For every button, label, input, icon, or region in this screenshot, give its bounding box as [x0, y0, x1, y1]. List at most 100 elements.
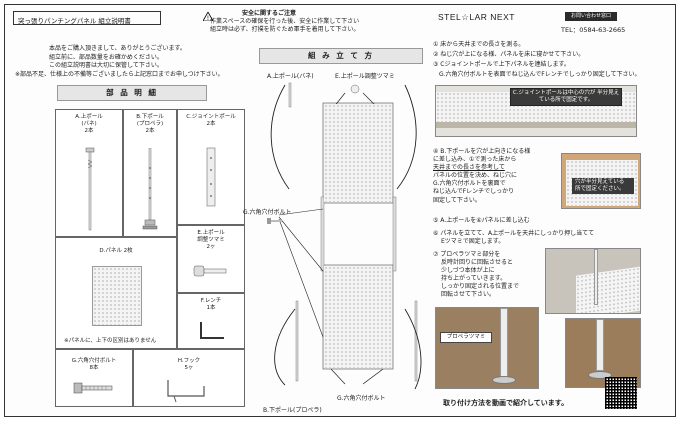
part-h-cell: H.フック 5ヶ	[133, 349, 245, 407]
step-6-line: ⑥ パネルを立てて、A上ポールを天井にしっかり押し当てて	[433, 230, 595, 237]
part-e-name: E.上ポール	[197, 230, 225, 236]
joint-pole-photo-label: C.ジョイントポールは中心の穴が 半分見えている所で固定です。	[510, 88, 622, 107]
label-hex-bolt: G.六角穴付ボルト	[243, 209, 292, 216]
part-f-name: F.レンチ	[200, 298, 222, 304]
photo-pole	[594, 249, 598, 305]
part-a-qty: 2本	[84, 128, 94, 135]
intro-line: 組立前に、部品数量をお確かめください。	[49, 53, 163, 61]
part-g-name: G.六角穴付ボルト	[71, 358, 117, 364]
bottom-pole-photo: 穴が半分見えている 所で固定ください。	[561, 153, 641, 209]
photo-pole	[596, 319, 604, 371]
brand-name: STEL☆LAR NEXT	[438, 12, 515, 22]
step-7-line: 回転させて下さい。	[441, 291, 496, 299]
part-c-qty: 2本	[206, 121, 216, 128]
step-7-line: しっかり固定される位置まで	[441, 283, 520, 291]
floor-photo	[565, 318, 641, 388]
step-7-line: 持ち上がっていきます。	[441, 275, 507, 283]
step-4-line: G.六角穴付ボルトを裏面で	[433, 180, 506, 188]
step-4-line: 天井までの長さを参考して	[433, 164, 505, 172]
step-4-line: パネルの位置を決め、ねじ穴に	[433, 172, 518, 180]
parts-heading: 部 品 明 細	[57, 85, 207, 101]
part-e-sub: 調整ツマミ	[197, 237, 225, 244]
step-7-line: 反時計回りに回転させると	[441, 259, 514, 267]
label-hex-bolt-bottom: G.六角穴付ボルト	[337, 395, 386, 402]
step-4-line: 固定して下さい。	[433, 196, 481, 204]
qr-code[interactable]	[605, 377, 637, 409]
step-1: ① 床から天井までの長さを測る。	[433, 41, 525, 48]
step-4-line: に差し込み、①で測った床から	[433, 156, 517, 164]
safety-notice: 安全に関するご注意 作業スペースの確保を行った後、安全に作業して下さい 組立時は…	[210, 10, 425, 33]
adjust-knob-illustration	[193, 265, 227, 277]
photo-panel-texture	[576, 266, 640, 313]
intro-line: この組立説明書は大切に保管して下さい。	[49, 62, 163, 70]
label-top-pole: A.上ポール(バネ)	[267, 73, 314, 80]
svg-text:!: !	[207, 15, 209, 21]
part-f-cell: F.レンチ 1本	[177, 293, 245, 349]
lower-panel	[324, 266, 392, 368]
part-b-sub: (プロペラ)	[136, 121, 164, 128]
top-pole-illustration	[85, 147, 95, 231]
document-title: 突っ張りパンチングパネル 組立説明書	[13, 11, 161, 25]
part-a-name: A.上ポール	[75, 114, 103, 120]
part-e-qty: 2ヶ	[206, 244, 216, 251]
safety-notice-title: 安全に関するご注意	[242, 10, 297, 17]
step-7-line: 少しづつ本体が上に	[441, 267, 495, 275]
step-7: ⑦ プロペラツマミ部分を 反時計回りに回転させると 少しづつ本体が上に 持ち上が…	[433, 251, 519, 300]
step-4: ④ B.下ポールを穴が上向きになる様 に差し込み、①で測った床から 天井までの長…	[433, 148, 530, 205]
joint-pole-photo: C.ジョイントポールは中心の穴が 半分見えている所で固定です。	[435, 85, 637, 137]
bottom-pole-illustration	[142, 148, 158, 230]
part-c-cell: C.ジョイントポール 2本	[177, 109, 245, 225]
part-a-cell: A.上ポール (バネ) 2本	[55, 109, 123, 237]
label-bottom-pole: B.下ポール(プロペラ)	[263, 407, 322, 414]
photo-pole	[500, 308, 508, 378]
hook-illustration	[167, 380, 205, 403]
part-d-cell: D.パネル 2枚 ※パネルに、上下の区別はありません	[55, 237, 177, 349]
part-b-name: B.下ポール	[136, 114, 164, 120]
video-note: 取り付け方法を動画で紹介しています。	[443, 399, 569, 407]
upper-panel	[324, 104, 392, 202]
panel-note: ※パネルに、上下の区別はありません	[64, 338, 157, 344]
phone-number: TEL：0584-63-2665	[561, 26, 626, 34]
part-g-qty: 8本	[89, 365, 99, 372]
photo-propeller	[492, 376, 516, 384]
label-adjust-knob: E.上ポール調整ツマミ	[335, 73, 395, 80]
ceiling-photo	[545, 248, 641, 314]
step-3a: ③ Cジョイントポールで上下パネルを連結します。	[433, 61, 570, 68]
joint-pole-illustration	[206, 147, 216, 207]
bottom-pole-photo-label: 穴が半分見えている 所で固定ください。	[572, 178, 634, 195]
step-7-line: ⑦ プロペラツマミ部分を	[433, 251, 501, 258]
step-3b: G.六角穴付ボルトを表面でねじ込んでFレンチでしっかり固定して下さい。	[439, 71, 641, 78]
step-5: ⑤ A.上ポールを⑥パネルに差し込む	[433, 217, 530, 224]
safety-notice-line: 組立時は必ず、打撲を防ぐため軍手を着用して下さい。	[210, 25, 360, 33]
bolt-icon	[267, 218, 282, 224]
intro-line: ※部品不足、仕様上の不備等ございましたら上記窓口までお申しつけ下さい。	[15, 71, 224, 79]
part-e-cell: E.上ポール 調整ツマミ 2ヶ	[177, 225, 245, 293]
step-6: ⑥ パネルを立てて、A上ポールを天井にしっかり押し当てて Eツマミで固定します。	[433, 230, 594, 246]
part-b-qty: 2本	[145, 128, 155, 135]
step-6-line: Eツマミで固定します。	[441, 238, 505, 246]
step-4-line: ④ B.下ポールを穴が上向きになる様	[433, 148, 531, 155]
part-c-name: C.ジョイントポール	[186, 114, 236, 120]
part-b-cell: B.下ポール (プロペラ) 2本	[123, 109, 177, 237]
photo-propeller	[588, 371, 612, 379]
part-g-cell: G.六角穴付ボルト 8本	[55, 349, 133, 407]
step-4-line: ねじ込んでFレンチでしっかり	[433, 188, 515, 196]
part-a-sub: (バネ)	[81, 121, 97, 128]
part-h-qty: 5ヶ	[184, 365, 194, 372]
propeller-label: プロペラツマミ	[440, 332, 492, 344]
propeller-photo: プロペラツマミ	[435, 307, 539, 389]
instruction-sheet: 突っ張りパンチングパネル 組立説明書 ! 安全に関するご注意 作業スペースの確保…	[4, 4, 676, 417]
intro-text: 本品をご購入頂きまして、ありがとうございます。 組立前に、部品数量をお確かめくだ…	[15, 45, 224, 80]
part-h-name: H.フック	[177, 358, 201, 364]
hex-bolt-illustration	[73, 382, 113, 394]
safety-notice-line: 作業スペースの確保を行った後、安全に作業して下さい	[210, 17, 360, 25]
assembly-heading: 組 み 立 て 方	[259, 48, 423, 64]
intro-line: 本品をご購入頂きまして、ありがとうございます。	[49, 45, 186, 52]
warning-icon: !	[203, 12, 213, 21]
panel-illustration	[92, 266, 142, 326]
part-f-qty: 1本	[206, 305, 216, 312]
photo-floor	[436, 122, 636, 128]
part-d-name: D.パネル 2枚	[99, 248, 133, 254]
wrench-illustration	[200, 322, 224, 339]
contact-badge: お問い合わせ窓口	[565, 12, 617, 21]
